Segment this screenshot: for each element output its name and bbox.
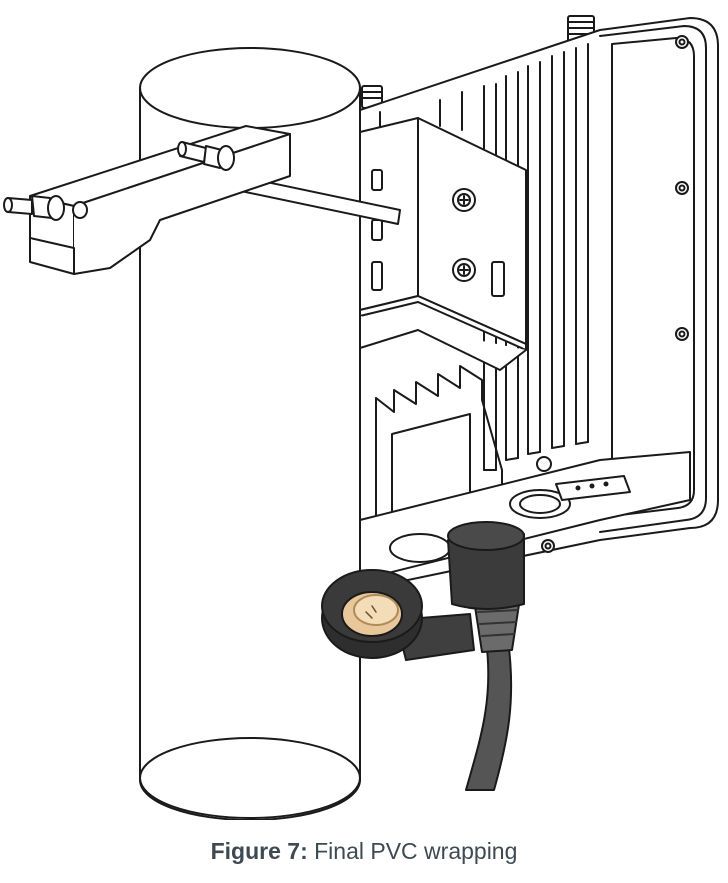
cable-assembly (447, 521, 525, 791)
top-connector (361, 15, 595, 109)
pvc-tape-roll (321, 569, 475, 661)
clamp-bolt-left (3, 195, 65, 221)
installation-drawing (3, 15, 719, 820)
clamp-bolt-top (177, 141, 235, 171)
figure-illustration (3, 15, 719, 820)
mounting-pole (139, 47, 361, 820)
figure-caption: Figure 7: Final PVC wrapping (0, 838, 728, 865)
cable-glands (389, 489, 571, 563)
bracket-screw (452, 188, 476, 282)
pole-clamp (3, 125, 401, 275)
caption-label: Figure 7: (210, 838, 308, 864)
caption-text: Final PVC wrapping (314, 838, 518, 864)
